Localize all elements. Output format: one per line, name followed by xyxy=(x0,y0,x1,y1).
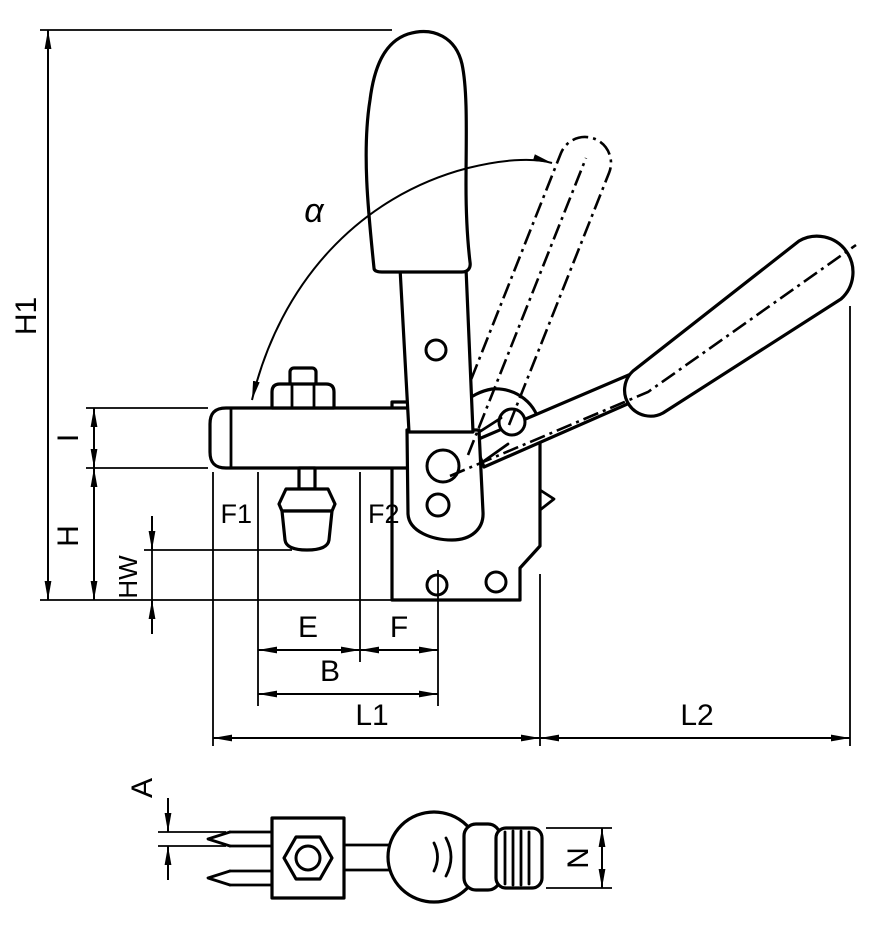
grip-knurled-block xyxy=(494,826,544,890)
dim-label-f2: F2 xyxy=(368,499,400,529)
spindle-collar xyxy=(277,487,337,513)
dimension-a: A xyxy=(126,778,226,880)
clevis-hole-large xyxy=(425,448,461,484)
dim-label-hw: HW xyxy=(113,555,143,599)
prong-tip-upper xyxy=(206,830,232,848)
clevis-plate xyxy=(405,428,485,542)
dimension-i: I xyxy=(52,407,208,469)
dimension-h: H xyxy=(52,468,98,600)
clevis-hole-small xyxy=(425,492,451,518)
body-arc-mark xyxy=(432,841,439,873)
front-view-dimensions: H1 I H HW F1 F2 xyxy=(10,29,851,746)
dimension-n: N xyxy=(546,827,612,889)
dim-label-alpha: α xyxy=(304,192,325,230)
open-position-centerline xyxy=(449,243,857,478)
reference-f1: F1 xyxy=(220,472,259,706)
dim-label-h: H xyxy=(52,525,85,547)
dim-label-a: A xyxy=(126,778,159,798)
spindle-hex-nut xyxy=(270,382,336,410)
dimension-e: E xyxy=(258,611,360,654)
dim-label-e: E xyxy=(298,611,318,644)
dimension-l1: L1 xyxy=(212,472,541,746)
base-tab xyxy=(538,488,556,512)
open-position-grip xyxy=(622,234,855,418)
prong-tip-lower xyxy=(206,869,232,887)
mounting-hole-right xyxy=(484,570,508,594)
pivot-hole xyxy=(497,407,527,437)
rubber-tip xyxy=(280,509,334,552)
dim-label-f: F xyxy=(390,611,408,644)
lever-hole xyxy=(424,338,448,362)
dim-label-f1: F1 xyxy=(220,499,252,529)
dim-label-l1: L1 xyxy=(355,699,388,732)
top-view: A N xyxy=(126,778,612,904)
body-arc-mark xyxy=(444,836,453,878)
angle-arc xyxy=(251,154,553,401)
dim-label-n: N xyxy=(562,847,595,869)
mounting-hole-left xyxy=(425,573,449,597)
dimension-h1: H1 xyxy=(10,29,392,601)
dim-label-b: B xyxy=(320,655,340,688)
spindle-stem xyxy=(297,466,317,491)
dimension-f: F xyxy=(360,570,439,706)
dimension-b: B xyxy=(258,655,438,698)
nut-bore xyxy=(294,844,322,872)
dimension-l2: L2 xyxy=(540,306,851,746)
intermediate-position-outline xyxy=(459,135,613,426)
front-view: α xyxy=(208,29,857,602)
handle-grip xyxy=(364,29,472,274)
dim-label-i: I xyxy=(52,434,85,442)
clamping-arm xyxy=(208,406,454,470)
reference-f2: F2 xyxy=(359,472,400,662)
dim-label-l2: L2 xyxy=(680,699,713,732)
dimension-hw: HW xyxy=(113,516,292,634)
dim-label-h1: H1 xyxy=(10,297,43,335)
